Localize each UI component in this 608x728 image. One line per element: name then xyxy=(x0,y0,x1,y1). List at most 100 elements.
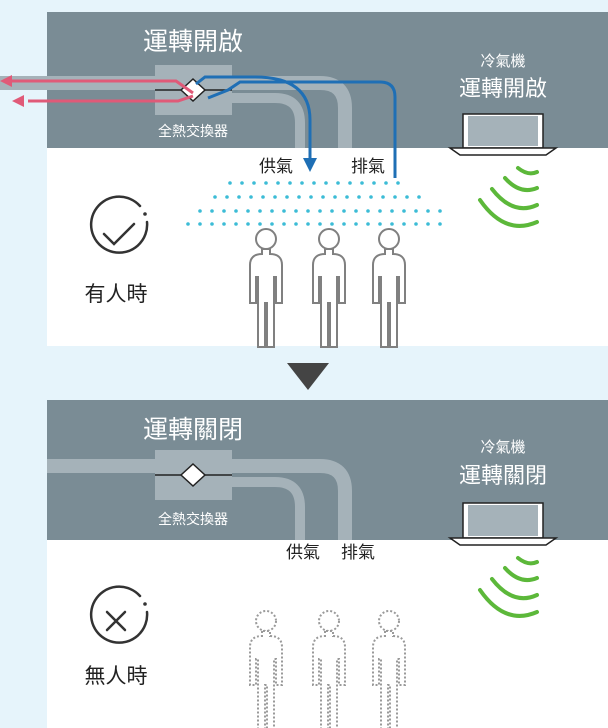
mist-dot xyxy=(198,209,202,213)
mist-dot xyxy=(210,222,214,226)
mist-dot xyxy=(186,222,190,226)
mist-dot xyxy=(417,195,421,199)
check-circle-icon xyxy=(89,195,149,254)
duct-system-bottom xyxy=(47,450,352,540)
mist-dot xyxy=(282,209,286,213)
mist-dot xyxy=(345,195,349,199)
mist-dot xyxy=(246,222,250,226)
mist-dot xyxy=(372,181,376,185)
mist-dot xyxy=(378,222,382,226)
mist-dot xyxy=(438,209,442,213)
mist-dot xyxy=(252,181,256,185)
mist-dot xyxy=(426,209,430,213)
mist-dot xyxy=(210,209,214,213)
mist-dot xyxy=(309,195,313,199)
mist-dot xyxy=(402,209,406,213)
mist-dot xyxy=(414,209,418,213)
mist-dot xyxy=(249,195,253,199)
mist-dot xyxy=(222,209,226,213)
mist-dot xyxy=(402,222,406,226)
mist-dot xyxy=(333,195,337,199)
mist-dot xyxy=(366,222,370,226)
mist-dot xyxy=(258,222,262,226)
system-status-label: 運轉關閉 xyxy=(143,415,243,444)
ac-status: 運轉開啟 xyxy=(459,77,547,102)
mist-dot xyxy=(381,195,385,199)
mist-dot xyxy=(312,181,316,185)
mist-dot xyxy=(330,209,334,213)
supply-label: 供氣 xyxy=(259,157,293,177)
mist-dot xyxy=(393,195,397,199)
mist-dot xyxy=(366,209,370,213)
ac-unit-top xyxy=(447,113,559,156)
mist-dot xyxy=(297,195,301,199)
down-triangle-icon xyxy=(287,363,329,390)
mist-dot xyxy=(213,195,217,199)
mist-dot xyxy=(378,209,382,213)
mist-dot xyxy=(426,222,430,226)
occupancy-state-label: 有人時 xyxy=(85,282,148,306)
mist-dot xyxy=(228,181,232,185)
outdoor-air-arrows xyxy=(0,75,194,107)
mist-dot xyxy=(276,181,280,185)
mist-dot xyxy=(354,209,358,213)
mist-dot xyxy=(321,195,325,199)
mist-dot xyxy=(234,222,238,226)
occupied-panel: 運轉開啟 全熱交換器 冷氣機 運轉開啟 供氣 排氣 有人時 xyxy=(0,12,608,348)
mist-dot xyxy=(306,222,310,226)
mist-dot xyxy=(360,181,364,185)
mist-dot xyxy=(354,222,358,226)
mist-dot xyxy=(357,195,361,199)
airflow-mist xyxy=(186,181,442,226)
mist-dot xyxy=(273,195,277,199)
ac-airflow-waves-top xyxy=(478,166,539,228)
occupancy-state-label: 無人時 xyxy=(85,664,148,688)
mist-dot xyxy=(237,195,241,199)
duct-system-top xyxy=(0,65,352,148)
cross-circle-icon xyxy=(89,585,149,644)
mist-dot xyxy=(258,209,262,213)
ac-unit-bottom xyxy=(447,502,559,546)
mist-dot xyxy=(324,181,328,185)
mist-dot xyxy=(270,222,274,226)
mist-dot xyxy=(264,181,268,185)
mist-dot xyxy=(222,222,226,226)
mist-dot xyxy=(285,195,289,199)
ac-title: 冷氣機 xyxy=(480,438,525,456)
mist-dot xyxy=(384,181,388,185)
mist-dot xyxy=(348,181,352,185)
mist-dot xyxy=(198,222,202,226)
exhaust-label: 排氣 xyxy=(341,543,375,563)
mist-dot xyxy=(261,195,265,199)
mist-dot xyxy=(342,209,346,213)
mist-dot xyxy=(390,222,394,226)
mist-dot xyxy=(294,209,298,213)
vacant-panel: 運轉關閉 全熱交換器 冷氣機 運轉關閉 供氣 排氣 無人時 xyxy=(47,400,608,728)
people-present xyxy=(249,228,406,348)
mist-dot xyxy=(318,209,322,213)
mist-dot xyxy=(288,181,292,185)
supply-label: 供氣 xyxy=(286,543,320,563)
mist-dot xyxy=(234,209,238,213)
ac-status: 運轉關閉 xyxy=(459,464,547,489)
mist-dot xyxy=(306,209,310,213)
ac-airflow-waves-bottom xyxy=(478,556,539,618)
mist-dot xyxy=(414,222,418,226)
mist-dot xyxy=(300,181,304,185)
mist-dot xyxy=(336,181,340,185)
mist-dot xyxy=(270,209,274,213)
heat-exchanger-label: 全熱交換器 xyxy=(158,123,228,140)
mist-dot xyxy=(438,222,442,226)
ac-title: 冷氣機 xyxy=(480,52,525,70)
system-status-label: 運轉開啟 xyxy=(143,27,243,56)
mist-dot xyxy=(240,181,244,185)
mist-dot xyxy=(369,195,373,199)
mist-dot xyxy=(396,181,400,185)
mist-dot xyxy=(330,222,334,226)
mist-dot xyxy=(282,222,286,226)
mist-dot xyxy=(390,209,394,213)
exhaust-label: 排氣 xyxy=(351,157,385,177)
mist-dot xyxy=(246,209,250,213)
